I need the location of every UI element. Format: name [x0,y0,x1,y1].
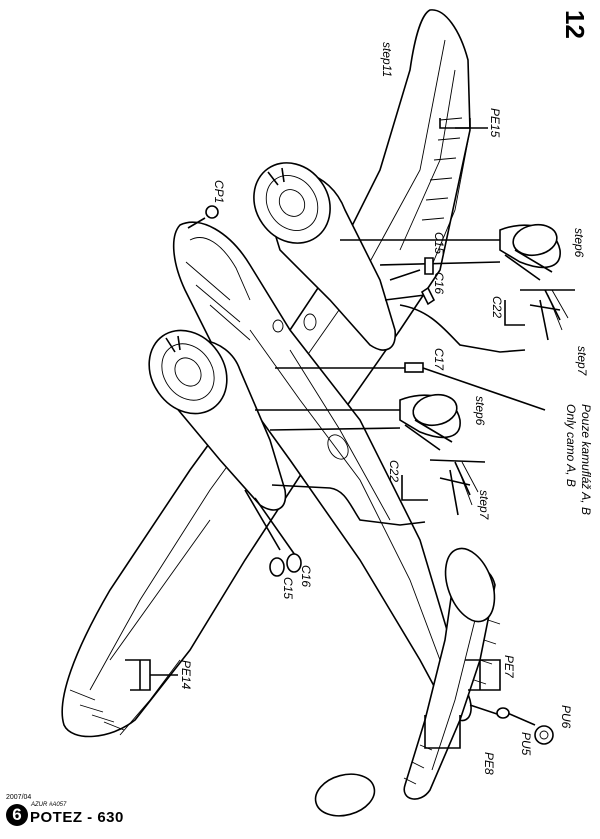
footer-kit-number: AZUR #A057 [31,802,67,808]
tail-fin-top [444,547,496,623]
label-c15-top: C15 [432,232,446,254]
part-c16-bottom [286,553,302,573]
footer: 2007/04 AZUR #A057 6 POTEZ - 630 [6,794,206,838]
label-camo-en: Only camo A, B [564,404,578,487]
label-step7-mid: step7 [477,490,491,521]
aircraft-drawing [61,9,501,817]
part-cp1 [205,205,219,219]
step-badge: 6 [6,804,28,826]
label-step7-top: step7 [575,346,589,377]
part-c16-top [420,286,436,306]
tail-fin-bottom [314,773,376,817]
label-c16-bottom: C16 [299,565,313,587]
label-c22-top: C22 [490,296,504,318]
landing-gear-top [499,223,575,341]
label-pe8: PE8 [482,752,496,775]
part-pu6 [534,725,554,745]
footer-title: POTEZ - 630 [30,809,124,826]
label-step6-top: step6 [572,228,586,258]
label-c22-mid: C22 [387,460,401,482]
part-c15-top [424,257,434,275]
label-c15-bottom: C15 [281,577,295,599]
engine-cowling-left [148,329,228,415]
label-pu6: PU6 [559,705,573,729]
label-c16-top: C16 [432,272,446,294]
label-step6-mid: step6 [473,396,487,426]
label-pe14: PE14 [179,660,193,690]
label-pe15: PE15 [488,108,502,138]
leader-lines [125,118,546,749]
engine-cowling-right [253,162,331,244]
landing-gear-mid [399,393,486,516]
callout-labels: step11 PE15 CP1 step6 C15 C16 C22 step7 … [179,42,593,775]
label-pu5: PU5 [519,732,533,756]
footer-date: 2007/04 [6,794,32,801]
label-camo-cz: Pouze kamufláž A, B [579,404,593,515]
part-c15-bottom [269,557,285,577]
page-number: 12 [560,10,590,39]
fuselage [172,221,472,722]
label-cp1: CP1 [212,180,226,203]
label-pe7: PE7 [502,655,516,679]
label-c17: C17 [432,348,446,371]
label-step11: step11 [380,42,394,77]
